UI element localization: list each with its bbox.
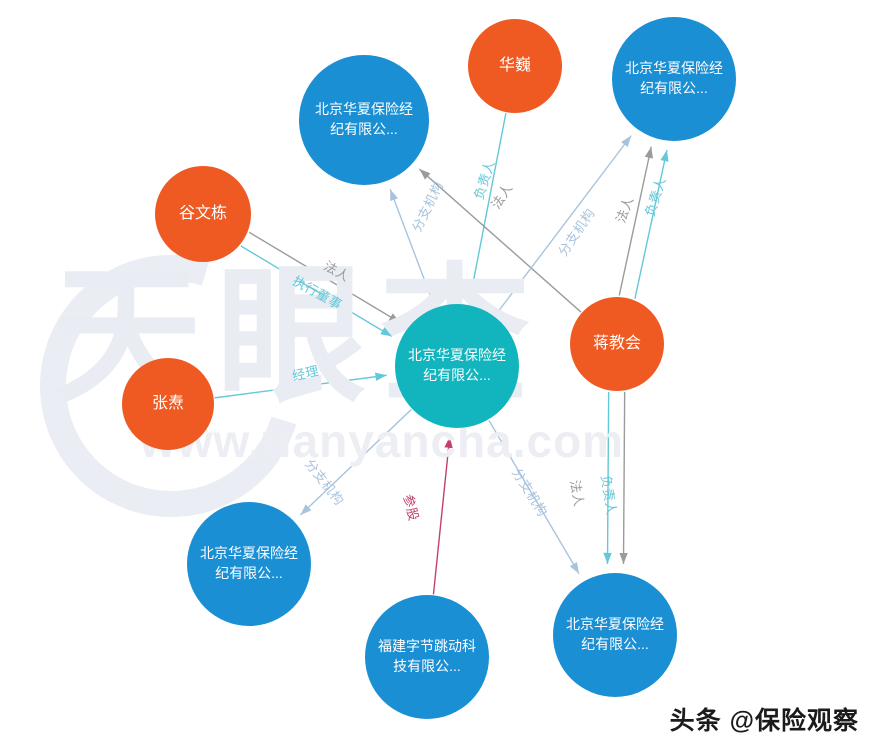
graph-edge[interactable] [248,231,401,324]
graph-node-zhangtao[interactable]: 张焘 [122,358,214,450]
graph-edge[interactable] [214,372,387,399]
graph-node-branch-botleft[interactable]: 北京华夏保险经纪有限公... [187,502,311,626]
graph-edge[interactable] [299,408,412,516]
graph-edge[interactable] [389,188,436,308]
graph-node-label: 北京华夏保险经纪有限公... [314,101,413,137]
graph-edge[interactable] [494,135,632,317]
graph-node-branch-topleft[interactable]: 北京华夏保险经纪有限公... [299,55,429,185]
graph-edge[interactable] [603,391,612,564]
graph-node-label: 张焘 [151,394,184,412]
graph-node-label: 福建字节跳动科技有限公... [378,638,476,674]
graph-edge[interactable] [488,419,580,575]
graph-node-center-company[interactable]: 北京华夏保险经纪有限公... [395,304,519,428]
graph-edge[interactable] [240,245,393,338]
graph-node-label: 北京华夏保险经纪有限公... [566,616,664,652]
graph-edge[interactable] [468,112,507,297]
graph-node-label: 北京华夏保险经纪有限公... [200,545,298,581]
graph-edge[interactable] [619,392,628,565]
graph-node-branch-botright[interactable]: 北京华夏保险经纪有限公... [553,573,677,697]
graph-node-huawei-person[interactable]: 华巍 [468,19,562,113]
graph-node-label: 谷文栋 [178,204,227,222]
graph-node-label: 北京华夏保险经纪有限公... [625,60,723,96]
graph-node-jiangjiaohui[interactable]: 蒋教会 [570,297,664,391]
graph-node-label: 华巍 [498,56,531,74]
graph-edge[interactable] [418,168,582,313]
graph-edge[interactable] [432,436,453,595]
graph-edge[interactable] [618,146,653,296]
graph-node-branch-topright[interactable]: 北京华夏保险经纪有限公... [612,17,736,141]
graph-node-label: 北京华夏保险经纪有限公... [408,347,506,383]
graph-node-label: 蒋教会 [592,334,641,352]
graph-node-bytedance[interactable]: 福建字节跳动科技有限公... [365,595,489,719]
credit-watermark: 头条 @保险观察 [669,707,859,735]
graph-node-guwendong[interactable]: 谷文栋 [155,166,251,262]
graph-edge[interactable] [634,149,669,299]
